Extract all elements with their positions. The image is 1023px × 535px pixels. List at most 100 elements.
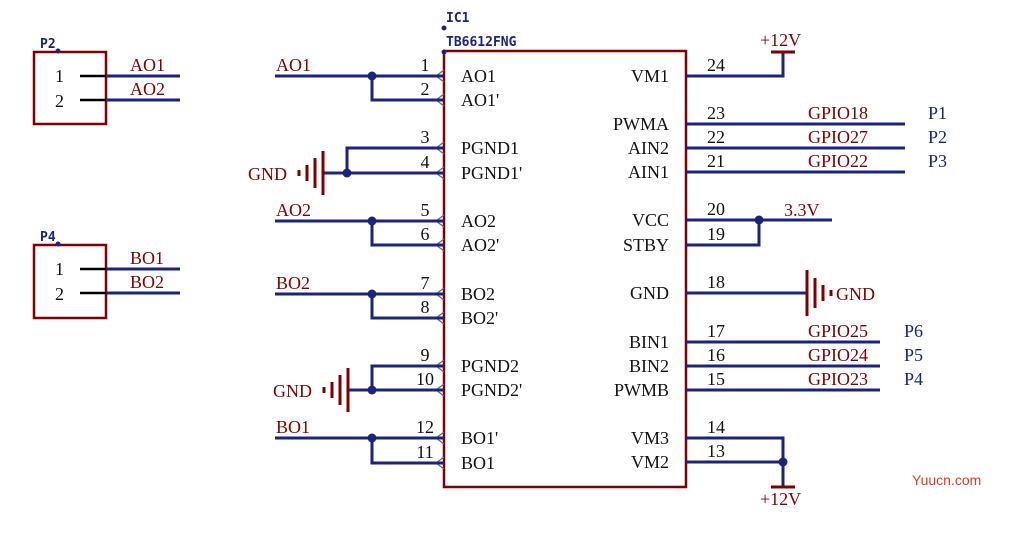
ground-symbol-right: [805, 270, 833, 316]
net-vcc-label: 3.3V: [784, 200, 820, 220]
net-pwmb-label: GPIO23: [808, 369, 868, 389]
ic1-designator: IC1: [446, 11, 470, 26]
ic1-pin-name: AO2: [461, 211, 496, 231]
ic1-pin-number: 6: [421, 224, 430, 244]
net-ao2-junction: [367, 216, 377, 226]
ic1-left-pins: 1AO12AO1'3PGND14PGND1'5AO26AO2'7BO28BO2'…: [406, 55, 522, 473]
ic1-pin-name: PGND2': [461, 380, 522, 400]
right-nets: +12V GPIO18 GPIO27 GPIO22 P1 P2 P3 3.3V …: [686, 30, 947, 509]
ic1-part-marker: [441, 49, 447, 55]
ic1-pin-number: 17: [707, 321, 725, 341]
ic1-pin-name: VM2: [631, 452, 669, 472]
net-bo1-bridge: [370, 438, 444, 465]
ic1-pin-number: 24: [707, 55, 725, 75]
ic1-pin-name: PWMB: [614, 380, 669, 400]
ground-symbol-pgnd1: [297, 151, 325, 195]
connector-p4: P4 1 2 BO1 BO2: [32, 230, 180, 320]
net-pgnd2-junction: [367, 385, 377, 395]
ic1-pin-name: BO1': [461, 428, 498, 448]
ic1-pin-name: AIN1: [628, 162, 669, 182]
port-p1-label: P1: [928, 103, 947, 123]
ic1-pin-number: 1: [421, 55, 430, 75]
ic1-pin-number: 8: [421, 297, 430, 317]
connector-p4-net2-label: BO2: [130, 272, 164, 292]
ic1-pin-number: 11: [416, 442, 433, 462]
net-pgnd1-bridge: [345, 146, 444, 173]
net-ao1-junction: [367, 71, 377, 81]
connector-p2: P2 1 2 AO1 AO2: [32, 37, 180, 126]
net-ao1-bridge: [370, 76, 444, 102]
ic1-pin-number: 4: [421, 152, 430, 172]
net-vm2-junction: [778, 457, 788, 467]
net-vm3-wire: [686, 436, 785, 487]
net-bo2-junction: [367, 289, 377, 299]
ic1-pin-number: 7: [421, 273, 430, 293]
net-vm2-power-label: +12V: [760, 489, 801, 509]
net-pgnd1-junction: [342, 168, 352, 178]
net-ao1-label: AO1: [276, 55, 311, 75]
port-p6-label: P6: [904, 321, 923, 341]
ic1-pin-number: 23: [707, 103, 725, 123]
ic1-pin-number: 21: [707, 151, 725, 171]
ic1-pin-name: PWMA: [613, 114, 669, 134]
net-vcc-junction: [754, 215, 764, 225]
ic1-pin-name: VCC: [632, 210, 669, 230]
net-ao2-label: AO2: [276, 200, 311, 220]
ic1-pin-number: 9: [421, 345, 430, 365]
connector-p4-designator: P4: [40, 230, 56, 245]
ic1-pin-number: 2: [421, 79, 430, 99]
connector-p2-net1-label: AO1: [130, 55, 165, 75]
ic1-pin-name: PGND1': [461, 163, 522, 183]
ic1-pin-number: 18: [707, 272, 725, 292]
ic1-pin-number: 3: [421, 127, 430, 147]
connector-p2-designator: P2: [40, 37, 56, 52]
connector-p4-marker: [55, 241, 61, 247]
ic1-pin-number: 13: [707, 441, 725, 461]
port-p2-label: P2: [928, 127, 947, 147]
net-bo1-label: BO1: [276, 417, 310, 437]
ic1-pin-name: BO2: [461, 284, 495, 304]
watermark-text: Yuucn.com: [912, 472, 981, 488]
net-bin1-label: GPIO25: [808, 321, 868, 341]
ic1-pin-name: AIN2: [628, 138, 669, 158]
ground-symbol-pgnd2: [322, 368, 350, 412]
ic1-pin-name: VM3: [631, 428, 669, 448]
ic1-part-number: TB6612FNG: [446, 35, 517, 50]
ic1-designator-marker: [441, 25, 447, 31]
port-p3-label: P3: [928, 151, 947, 171]
net-pgnd1-gnd-label: GND: [248, 164, 287, 184]
ic1-pin-name: GND: [630, 283, 669, 303]
net-pwma-label: GPIO18: [808, 103, 868, 123]
left-nets: AO1 AO2 BO2 BO1 GND: [248, 55, 444, 465]
ic1-pin-number: 10: [416, 369, 434, 389]
net-vm1-wire: [686, 52, 785, 78]
connector-p2-pin1-number: 1: [55, 66, 64, 86]
net-stby-bridge: [686, 220, 761, 247]
ic1-pin-name: BIN2: [629, 356, 669, 376]
connector-p4-body: [32, 243, 108, 320]
net-vm1-power-label: +12V: [760, 30, 801, 50]
net-gnd-label: GND: [836, 284, 875, 304]
port-p5-label: P5: [904, 345, 923, 365]
net-ain1-label: GPIO22: [808, 151, 868, 171]
connector-p2-net2-label: AO2: [130, 79, 165, 99]
ic1-pin-number: 15: [707, 369, 725, 389]
net-bo2-bridge: [370, 294, 444, 320]
net-pgnd2-gnd-label: GND: [273, 381, 312, 401]
ic1-pin-number: 5: [421, 200, 430, 220]
ic1-pin-name: AO1: [461, 66, 496, 86]
net-ain2-label: GPIO27: [808, 127, 868, 147]
ic1-pin-name: BO2': [461, 308, 498, 328]
ic1-pin-name: AO2': [461, 235, 499, 255]
ic1-pin-name: BO1: [461, 453, 495, 473]
ic1-pin-name: AO1': [461, 90, 499, 110]
ic1-pin-name: BIN1: [629, 332, 669, 352]
connector-p2-marker: [55, 48, 61, 54]
ic1-body: [442, 49, 688, 489]
